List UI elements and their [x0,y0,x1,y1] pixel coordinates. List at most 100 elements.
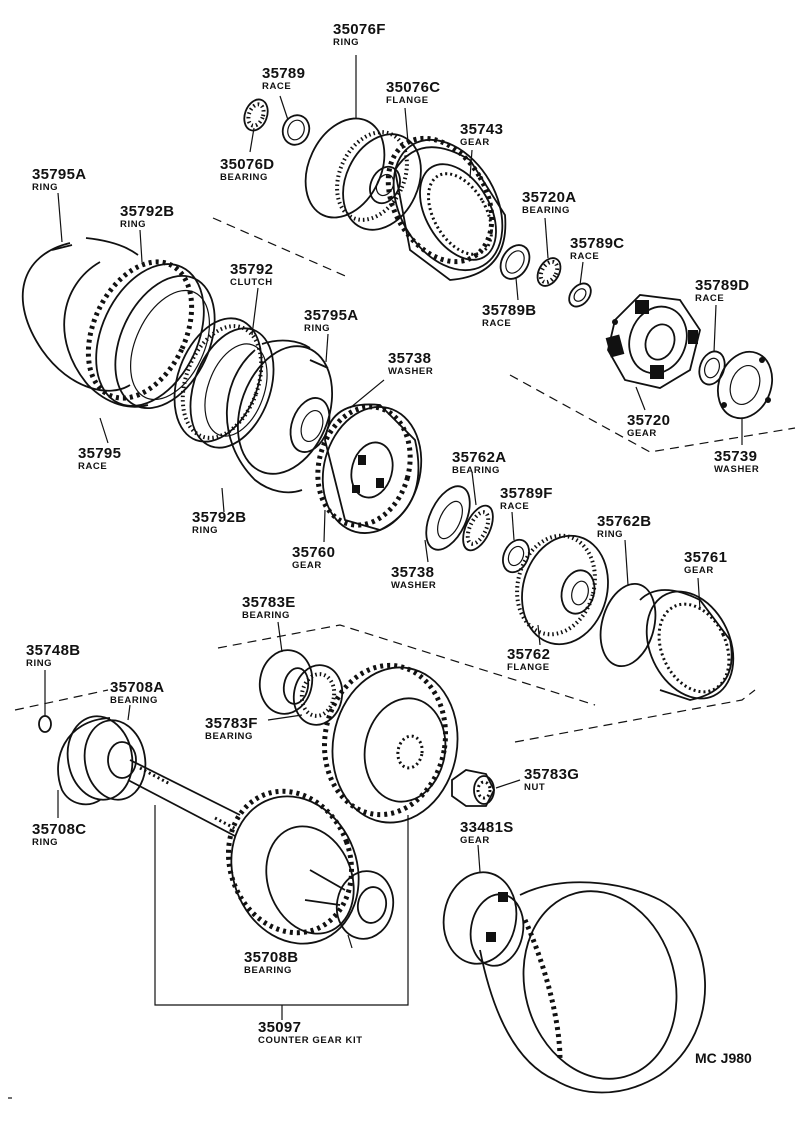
part-number: 35795A [304,307,359,324]
part-name: BEARING [220,172,269,183]
label-35789F: 35789F RACE [500,486,553,512]
part-35795A-ring-mid [236,345,334,475]
part-35783E-bearing [258,649,314,715]
label-35076F: 35076F RING [333,22,386,48]
part-number: 35738 [391,564,435,581]
part-name: RING [304,323,331,334]
part-number: 35076C [386,79,441,96]
part-number: 35739 [714,448,758,465]
label-35783G: 35783G NUT [524,767,579,793]
part-number: 35795A [32,166,87,183]
part-name: RACE [262,81,292,92]
part-number: 35708A [110,679,165,696]
part-name: WASHER [714,464,760,475]
part-number: 35789F [500,485,553,502]
label-35789D: 35789D RACE [695,278,749,304]
part-35795-race [85,259,216,410]
part-number: 35762 [507,646,551,663]
label-35795A-mid: 35795A RING [304,308,358,334]
label-35720A: 35720A BEARING [522,190,576,216]
label-35760: 35760 GEAR [292,545,335,571]
part-name: GEAR [460,137,490,148]
label-35795A-top: 35795A RING [32,167,86,193]
part-35789F-race [502,538,530,574]
leader-lines [44,55,743,949]
part-35762-flange [515,533,609,646]
part-name: GEAR [460,835,490,846]
part-number: 35748B [26,642,81,659]
part-number: 35720 [627,412,671,429]
part-number: 35708B [244,949,299,966]
part-name: BEARING [242,610,291,621]
label-35762: 35762 FLANGE [507,647,550,673]
part-name: RING [120,219,147,230]
part-number: 35762B [597,513,652,530]
part-name: NUT [524,782,546,793]
part-number: 35760 [292,544,336,561]
part-name: BEARING [205,731,254,742]
label-35795: 35795 RACE [78,446,121,472]
part-name: GEAR [627,428,657,439]
part-number: 35783F [205,715,258,732]
part-name: RACE [695,293,725,304]
part-35792B-ring-bottom [225,339,311,494]
part-35783F-bearing [292,664,344,726]
part-number: 35761 [684,549,728,566]
part-35789C-race [568,282,592,308]
part-35076D-bearing [243,98,269,132]
part-35792-clutch [173,317,275,449]
part-number: 35076F [333,21,386,38]
part-transaxle-housing [479,881,706,1094]
part-35076C-flange [335,130,422,231]
part-name: WASHER [388,366,434,377]
label-35708B: 35708B BEARING [244,950,298,976]
part-counter-driven-gear [321,662,459,824]
label-35097: 35097 COUNTER GEAR KIT [258,1020,363,1046]
label-35743: 35743 GEAR [460,122,503,148]
part-counter-drive-gear [225,788,360,945]
assembly-outline-lower [14,624,756,743]
part-35789D-race [698,350,726,386]
part-number: 35789B [482,302,537,319]
part-number: 35097 [258,1019,302,1036]
part-35762A-bearing [462,504,494,552]
part-name: RACE [500,501,530,512]
label-35789B: 35789B RACE [482,303,536,329]
part-35760-gear [315,403,423,534]
label-35762B: 35762B RING [597,514,651,540]
label-35708C: 35708C RING [32,822,86,848]
label-35738-bottom: 35738 WASHER [391,565,436,591]
label-35761: 35761 GEAR [684,550,727,576]
part-name: BEARING [452,465,501,476]
part-35783G-nut [451,769,496,807]
label-35076D: 35076D BEARING [220,157,274,183]
part-number: 35076D [220,156,275,173]
part-number: 35762A [452,449,507,466]
part-name: GEAR [684,565,714,576]
label-35739: 35739 WASHER [714,449,759,475]
part-name: WASHER [391,580,437,591]
counter-gear-kit-bracket [154,805,409,1020]
part-number: 35783G [524,766,580,783]
label-35789C: 35789C RACE [570,236,624,262]
part-name: RING [26,658,53,669]
label-33481S: 33481S GEAR [460,820,514,846]
part-number: 35792 [230,261,274,278]
part-name: CLUTCH [230,277,273,288]
part-name: COUNTER GEAR KIT [258,1035,363,1046]
label-35738-top: 35738 WASHER [388,351,433,377]
part-number: 35789 [262,65,306,82]
label-35792B-bottom: 35792B RING [192,510,246,536]
label-35762A: 35762A BEARING [452,450,506,476]
part-name: BEARING [110,695,159,706]
diagram-code: MC J980 [695,1050,752,1066]
part-name: FLANGE [386,95,429,106]
part-number: 35789C [570,235,625,252]
part-number: 35795 [78,445,122,462]
part-35720-gear [605,294,701,389]
part-name: GEAR [292,560,322,571]
part-name: RACE [482,318,512,329]
label-35789: 35789 RACE [262,66,305,92]
label-35792: 35792 CLUTCH [230,262,273,288]
